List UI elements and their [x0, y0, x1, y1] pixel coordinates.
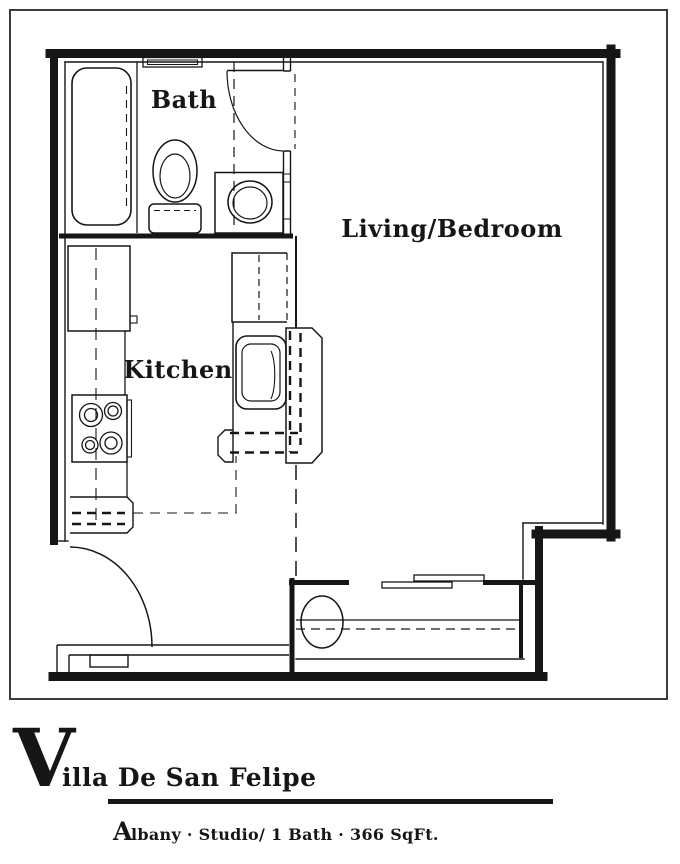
- upper-cabinet: [231, 252, 288, 323]
- bath-east-wall: [282, 57, 292, 236]
- divider-rule: [108, 799, 553, 804]
- bar-counter: [285, 327, 323, 464]
- stove: [71, 394, 133, 463]
- plan-border: [9, 9, 668, 700]
- toilet: [148, 139, 202, 234]
- room-label-bath: Bath: [151, 85, 217, 114]
- counter-overhang-dashed: [230, 331, 302, 454]
- bathroom: Bath: [59, 56, 296, 239]
- bathtub: [71, 67, 132, 226]
- entry-door-swing: [69, 546, 153, 648]
- floor-plan-canvas: Bath: [9, 9, 668, 700]
- water-heater: [300, 595, 344, 649]
- tagline-drop-cap: A: [112, 817, 133, 846]
- kitchen-sink: [235, 335, 287, 410]
- closet: [289, 574, 536, 673]
- counter-end: [217, 429, 234, 463]
- bath-window: [142, 56, 203, 68]
- refrigerator: [67, 245, 138, 332]
- entry: [56, 546, 289, 672]
- brand-drop-cap: V: [12, 711, 77, 805]
- closet-shelf-rod: [296, 619, 519, 630]
- footer-branding: V illa De San Felipe A lbany · Studio/ 1…: [12, 711, 553, 846]
- brand-title: illa De San Felipe: [62, 763, 316, 792]
- room-label-living: Living/Bedroom: [341, 214, 562, 243]
- room-label-kitchen: Kitchen: [123, 355, 232, 384]
- exterior-walls: [45, 44, 621, 681]
- bath-door-swing: [226, 69, 296, 152]
- countertop-dashed-outline: [133, 456, 237, 514]
- sliding-closet-doors: [381, 574, 485, 589]
- tagline-text: lbany · Studio/ 1 Bath · 366 SqFt.: [131, 825, 439, 844]
- vanity-sink: [214, 171, 284, 234]
- kitchen: Kitchen: [67, 236, 323, 576]
- entry-threshold: [89, 654, 129, 668]
- lower-cabinet: [70, 496, 134, 534]
